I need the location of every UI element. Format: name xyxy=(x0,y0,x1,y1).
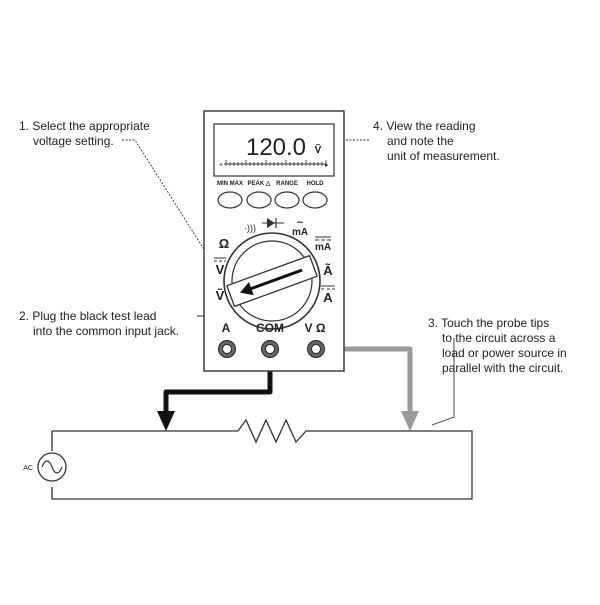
step-2-line: into the common input jack. xyxy=(33,324,180,338)
step-3-line: load or power source in xyxy=(442,346,567,360)
display-reading: 120.0 xyxy=(246,134,306,161)
ac-source-icon xyxy=(37,452,67,482)
step-1-line: voltage setting. xyxy=(33,134,114,148)
step-2-callout: 2. Plug the black test lead into the com… xyxy=(19,309,179,339)
step-4-line: unit of measurement. xyxy=(387,149,500,163)
bargraph-ticks xyxy=(225,160,327,166)
dial-milliamp-ac: mA xyxy=(292,227,308,238)
amps-input-jack[interactable] xyxy=(218,340,236,358)
meter-display xyxy=(213,123,335,177)
grey-test-lead xyxy=(316,346,413,412)
minmax-button[interactable] xyxy=(217,191,243,209)
dc-milliamp-symbol xyxy=(315,236,331,241)
bargraph-arrow: ▸ xyxy=(325,162,329,169)
step-1-callout: 1. Select the appropriate voltage settin… xyxy=(19,119,150,149)
dial-ohm: Ω xyxy=(219,236,229,251)
jack-label-volt-ohm: V Ω xyxy=(305,321,326,335)
bargraph-plus: + xyxy=(219,162,223,169)
step-3-line: 3. Touch the probe tips xyxy=(428,316,550,330)
volt-ohm-input-jack[interactable] xyxy=(307,340,325,358)
step-4-line: 4. View the reading xyxy=(373,119,476,133)
display-unit: Ṽ xyxy=(315,143,322,156)
dial-amp-ac: Ã xyxy=(323,263,333,278)
tilde-mark-ma: ~ xyxy=(297,217,304,229)
button-label-hold: HOLD xyxy=(307,181,325,187)
black-probe-tip xyxy=(157,411,175,431)
button-label-peak: PEAK △ xyxy=(248,180,271,187)
dc-amp-symbol xyxy=(321,285,335,290)
dc-volts-symbol xyxy=(214,257,226,262)
com-input-jack[interactable] xyxy=(261,340,279,358)
dial-dc-volts: V xyxy=(216,262,225,277)
step-1-line: 1. Select the appropriate xyxy=(19,119,150,133)
step-3-line: parallel with the circuit. xyxy=(442,361,564,375)
rotary-selector-dial[interactable] xyxy=(223,232,321,330)
leader-step-1 xyxy=(122,139,213,263)
peak-button[interactable] xyxy=(246,191,272,209)
dial-ac-volts: Ṽ xyxy=(216,288,225,303)
range-button[interactable] xyxy=(274,191,300,209)
circuit: AC xyxy=(23,418,473,500)
grey-probe-tip xyxy=(401,411,419,431)
step-3-callout: 3. Touch the probe tips to the circuit a… xyxy=(428,316,567,376)
dial-amp-dc: A xyxy=(323,290,333,305)
step-4-callout: 4. View the reading and note the unit of… xyxy=(373,119,500,164)
button-label-minmax: MIN MAX xyxy=(217,181,243,187)
circuit-wire xyxy=(51,418,473,500)
step-3-line: to the circuit across a xyxy=(442,331,556,345)
button-label-range: RANGE xyxy=(276,181,298,187)
dial-milliamp-dc: mA xyxy=(315,242,331,253)
leader-step-3 xyxy=(431,338,455,426)
continuity-icon: ·))) xyxy=(244,223,256,233)
step-2-line: 2. Plug the black test lead xyxy=(19,309,157,323)
jack-label-com: COM xyxy=(256,321,284,335)
hold-button[interactable] xyxy=(302,191,328,209)
multimeter: 120.0 Ṽ + ▸ MIN MAX PEAK △ RANGE HOLD ·)… xyxy=(203,110,345,372)
dial-pointer-icon xyxy=(240,281,254,296)
step-4-line: and note the xyxy=(387,134,454,148)
diode-icon xyxy=(262,218,284,228)
jack-label-amps: A xyxy=(222,321,231,335)
ac-source-label: AC xyxy=(23,465,33,472)
